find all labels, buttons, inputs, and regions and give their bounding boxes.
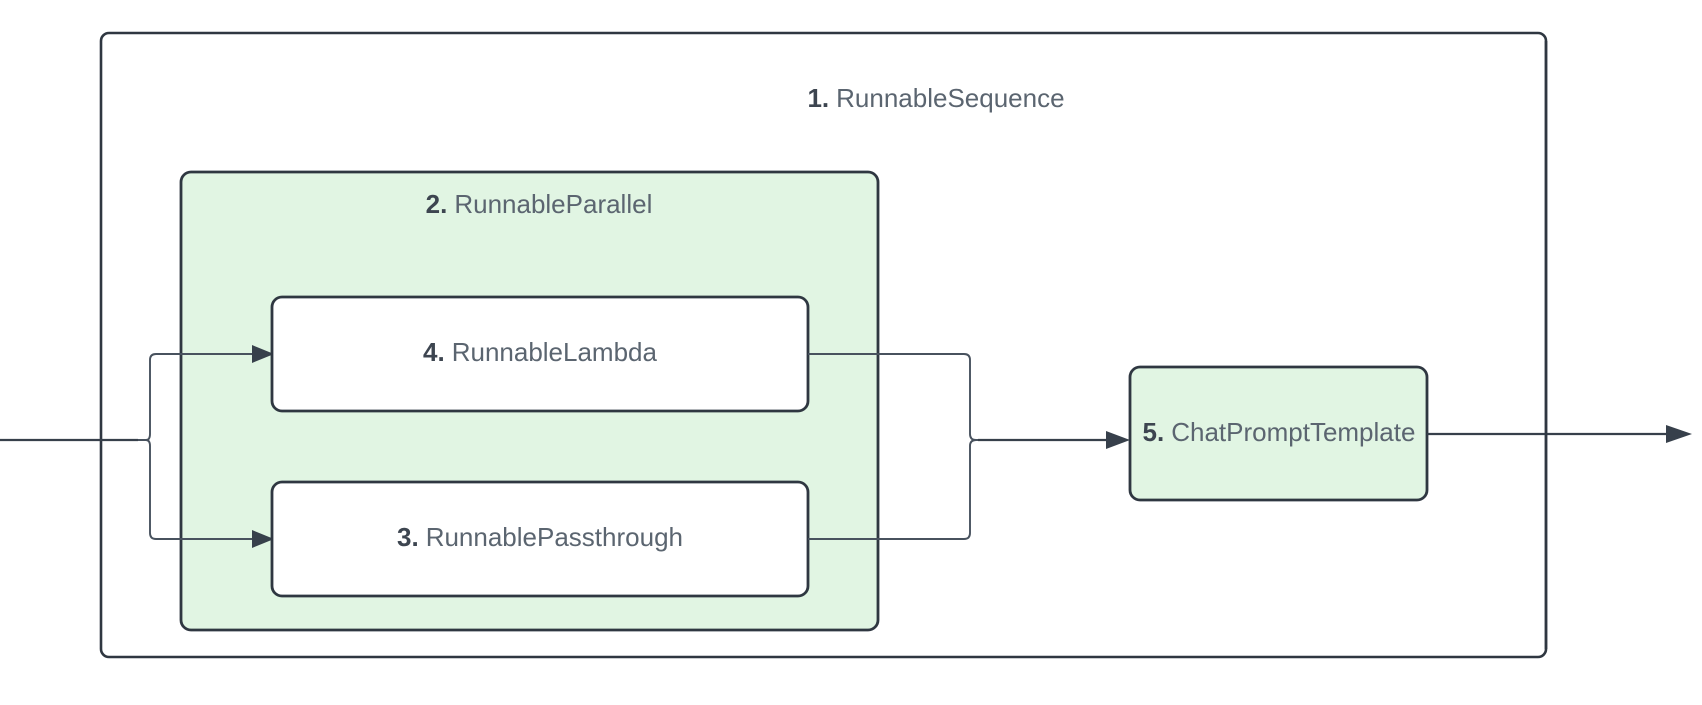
node-runnable-lambda[interactable]: 4.RunnableLambda <box>270 295 810 413</box>
node-runnable-passthrough[interactable]: 3.RunnablePassthrough <box>270 480 810 598</box>
arrow-head-output <box>1666 425 1692 443</box>
runnable-parallel-index: 2. <box>426 189 448 219</box>
runnable-sequence-label: 1.RunnableSequence <box>807 83 1064 113</box>
edge-input-to-passthrough <box>138 439 255 540</box>
runnable-sequence-name: RunnableSequence <box>836 83 1064 113</box>
runnable-passthrough-index: 3. <box>397 522 419 552</box>
chat-prompt-template-name: ChatPromptTemplate <box>1171 417 1415 447</box>
arrow-head-to-passthrough <box>252 530 274 548</box>
runnable-parallel-label: 2.RunnableParallel <box>426 189 653 219</box>
arrow-head-to-chat-prompt-template <box>1106 431 1130 449</box>
edge-passthrough-to-prompt <box>808 439 984 540</box>
node-chat-prompt-template[interactable]: 5.ChatPromptTemplate <box>1128 365 1429 502</box>
runnable-lambda-index: 4. <box>423 337 445 367</box>
runnable-passthrough-name: RunnablePassthrough <box>426 522 683 552</box>
edge-input-split <box>0 345 274 548</box>
chat-prompt-template-index: 5. <box>1143 417 1165 447</box>
chat-prompt-template-label: 5.ChatPromptTemplate <box>1143 417 1416 447</box>
runnable-lambda-label: 4.RunnableLambda <box>423 337 657 367</box>
arrow-head-to-lambda <box>252 345 274 363</box>
runnable-parallel-name: RunnableParallel <box>454 189 652 219</box>
runnable-sequence-index: 1. <box>807 83 829 113</box>
runnable-lambda-name: RunnableLambda <box>452 337 658 367</box>
edge-output <box>1427 425 1692 443</box>
edge-parallel-merge <box>808 353 1130 540</box>
runnable-passthrough-label: 3.RunnablePassthrough <box>397 522 683 552</box>
